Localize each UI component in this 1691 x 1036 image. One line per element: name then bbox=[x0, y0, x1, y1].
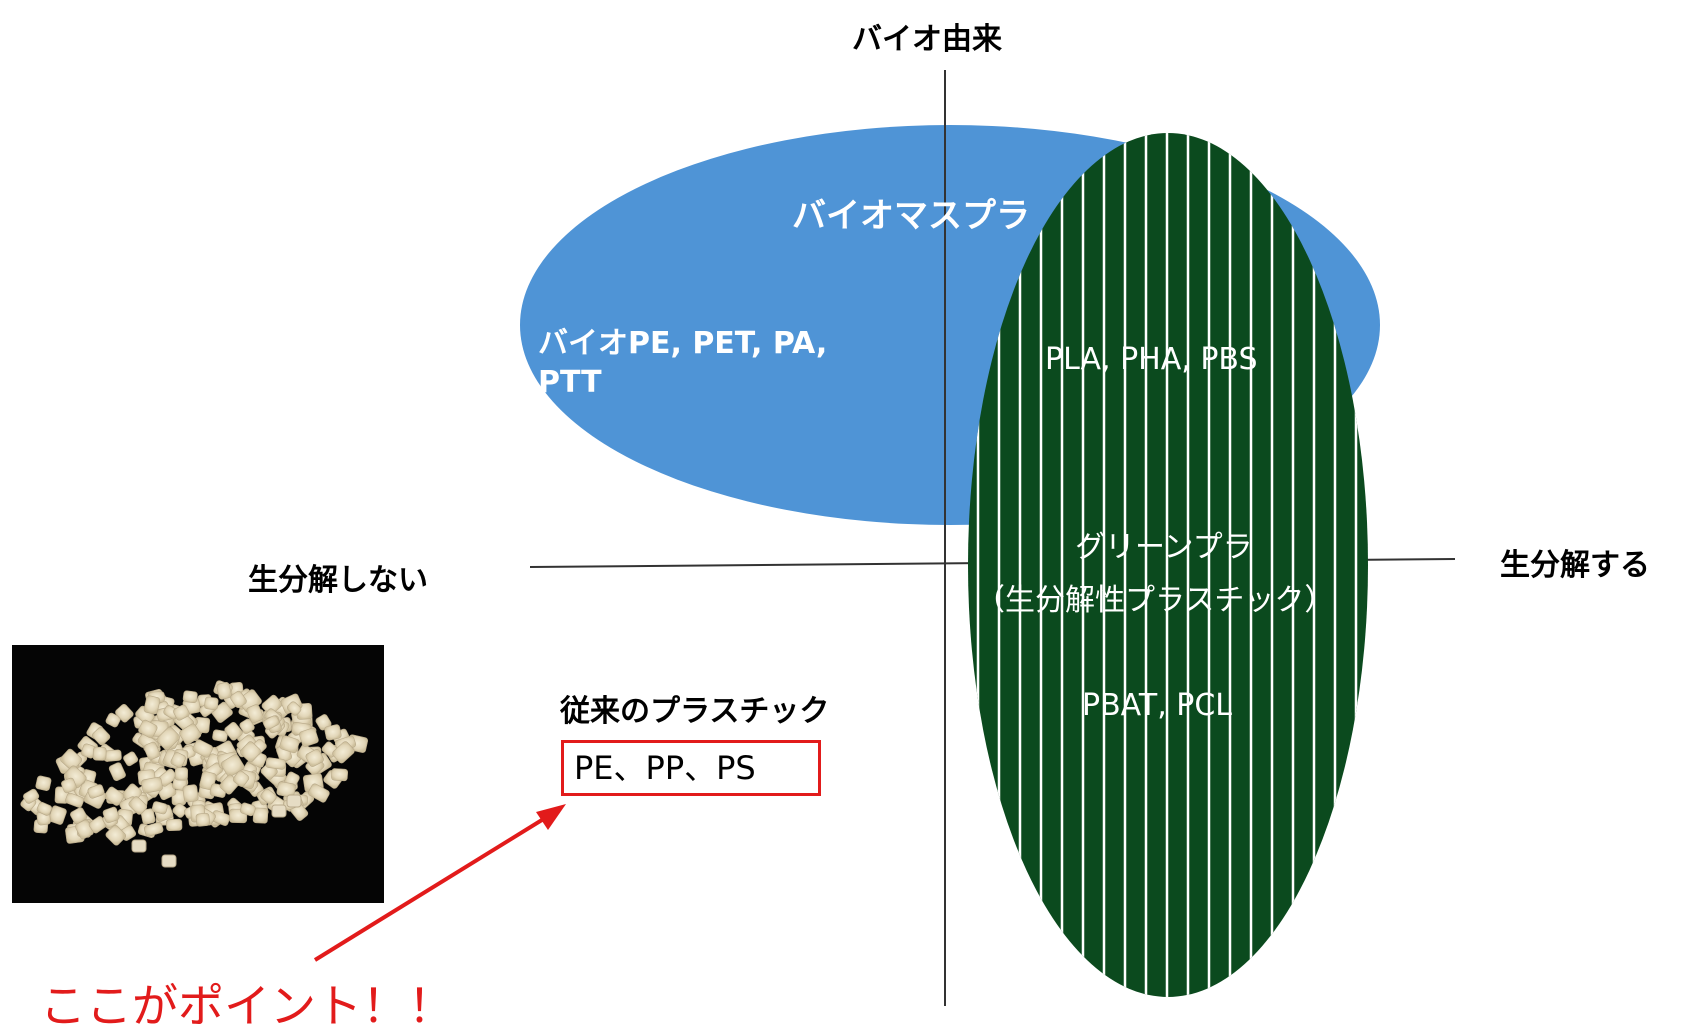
green-ellipse-stripes bbox=[976, 133, 1358, 997]
axis-label-biodegradable: 生分解する bbox=[1500, 548, 1650, 583]
plastic-classification-diagram bbox=[313, 70, 1456, 1006]
green-plastic-title: グリーンプラ bbox=[1075, 530, 1253, 565]
conventional-plastic-items-box: PE、PP、PS bbox=[561, 740, 821, 796]
green-items-top: PLA, PHA, PBS bbox=[1045, 342, 1258, 377]
pellet-pile-image bbox=[20, 680, 369, 868]
biomass-plastic-title: バイオマスプラ bbox=[792, 196, 1030, 236]
callout-arrow bbox=[313, 804, 566, 962]
callout-text: ここがポイント！！ bbox=[40, 979, 454, 1033]
green-items-bottom: PBAT, PCL bbox=[1082, 688, 1233, 723]
plastic-pellets-photo bbox=[12, 645, 384, 903]
biomass-items-line1: バイオPE, PET, PA, bbox=[538, 326, 828, 361]
green-plastic-subtitle: （生分解性プラスチック） bbox=[975, 583, 1335, 618]
axis-label-non-biodegradable: 生分解しない bbox=[248, 563, 428, 598]
biomass-items-line2: PTT bbox=[538, 365, 602, 400]
conventional-plastic-title: 従来のプラスチック bbox=[560, 694, 830, 729]
axis-label-bio-derived: バイオ由来 bbox=[852, 22, 1002, 57]
